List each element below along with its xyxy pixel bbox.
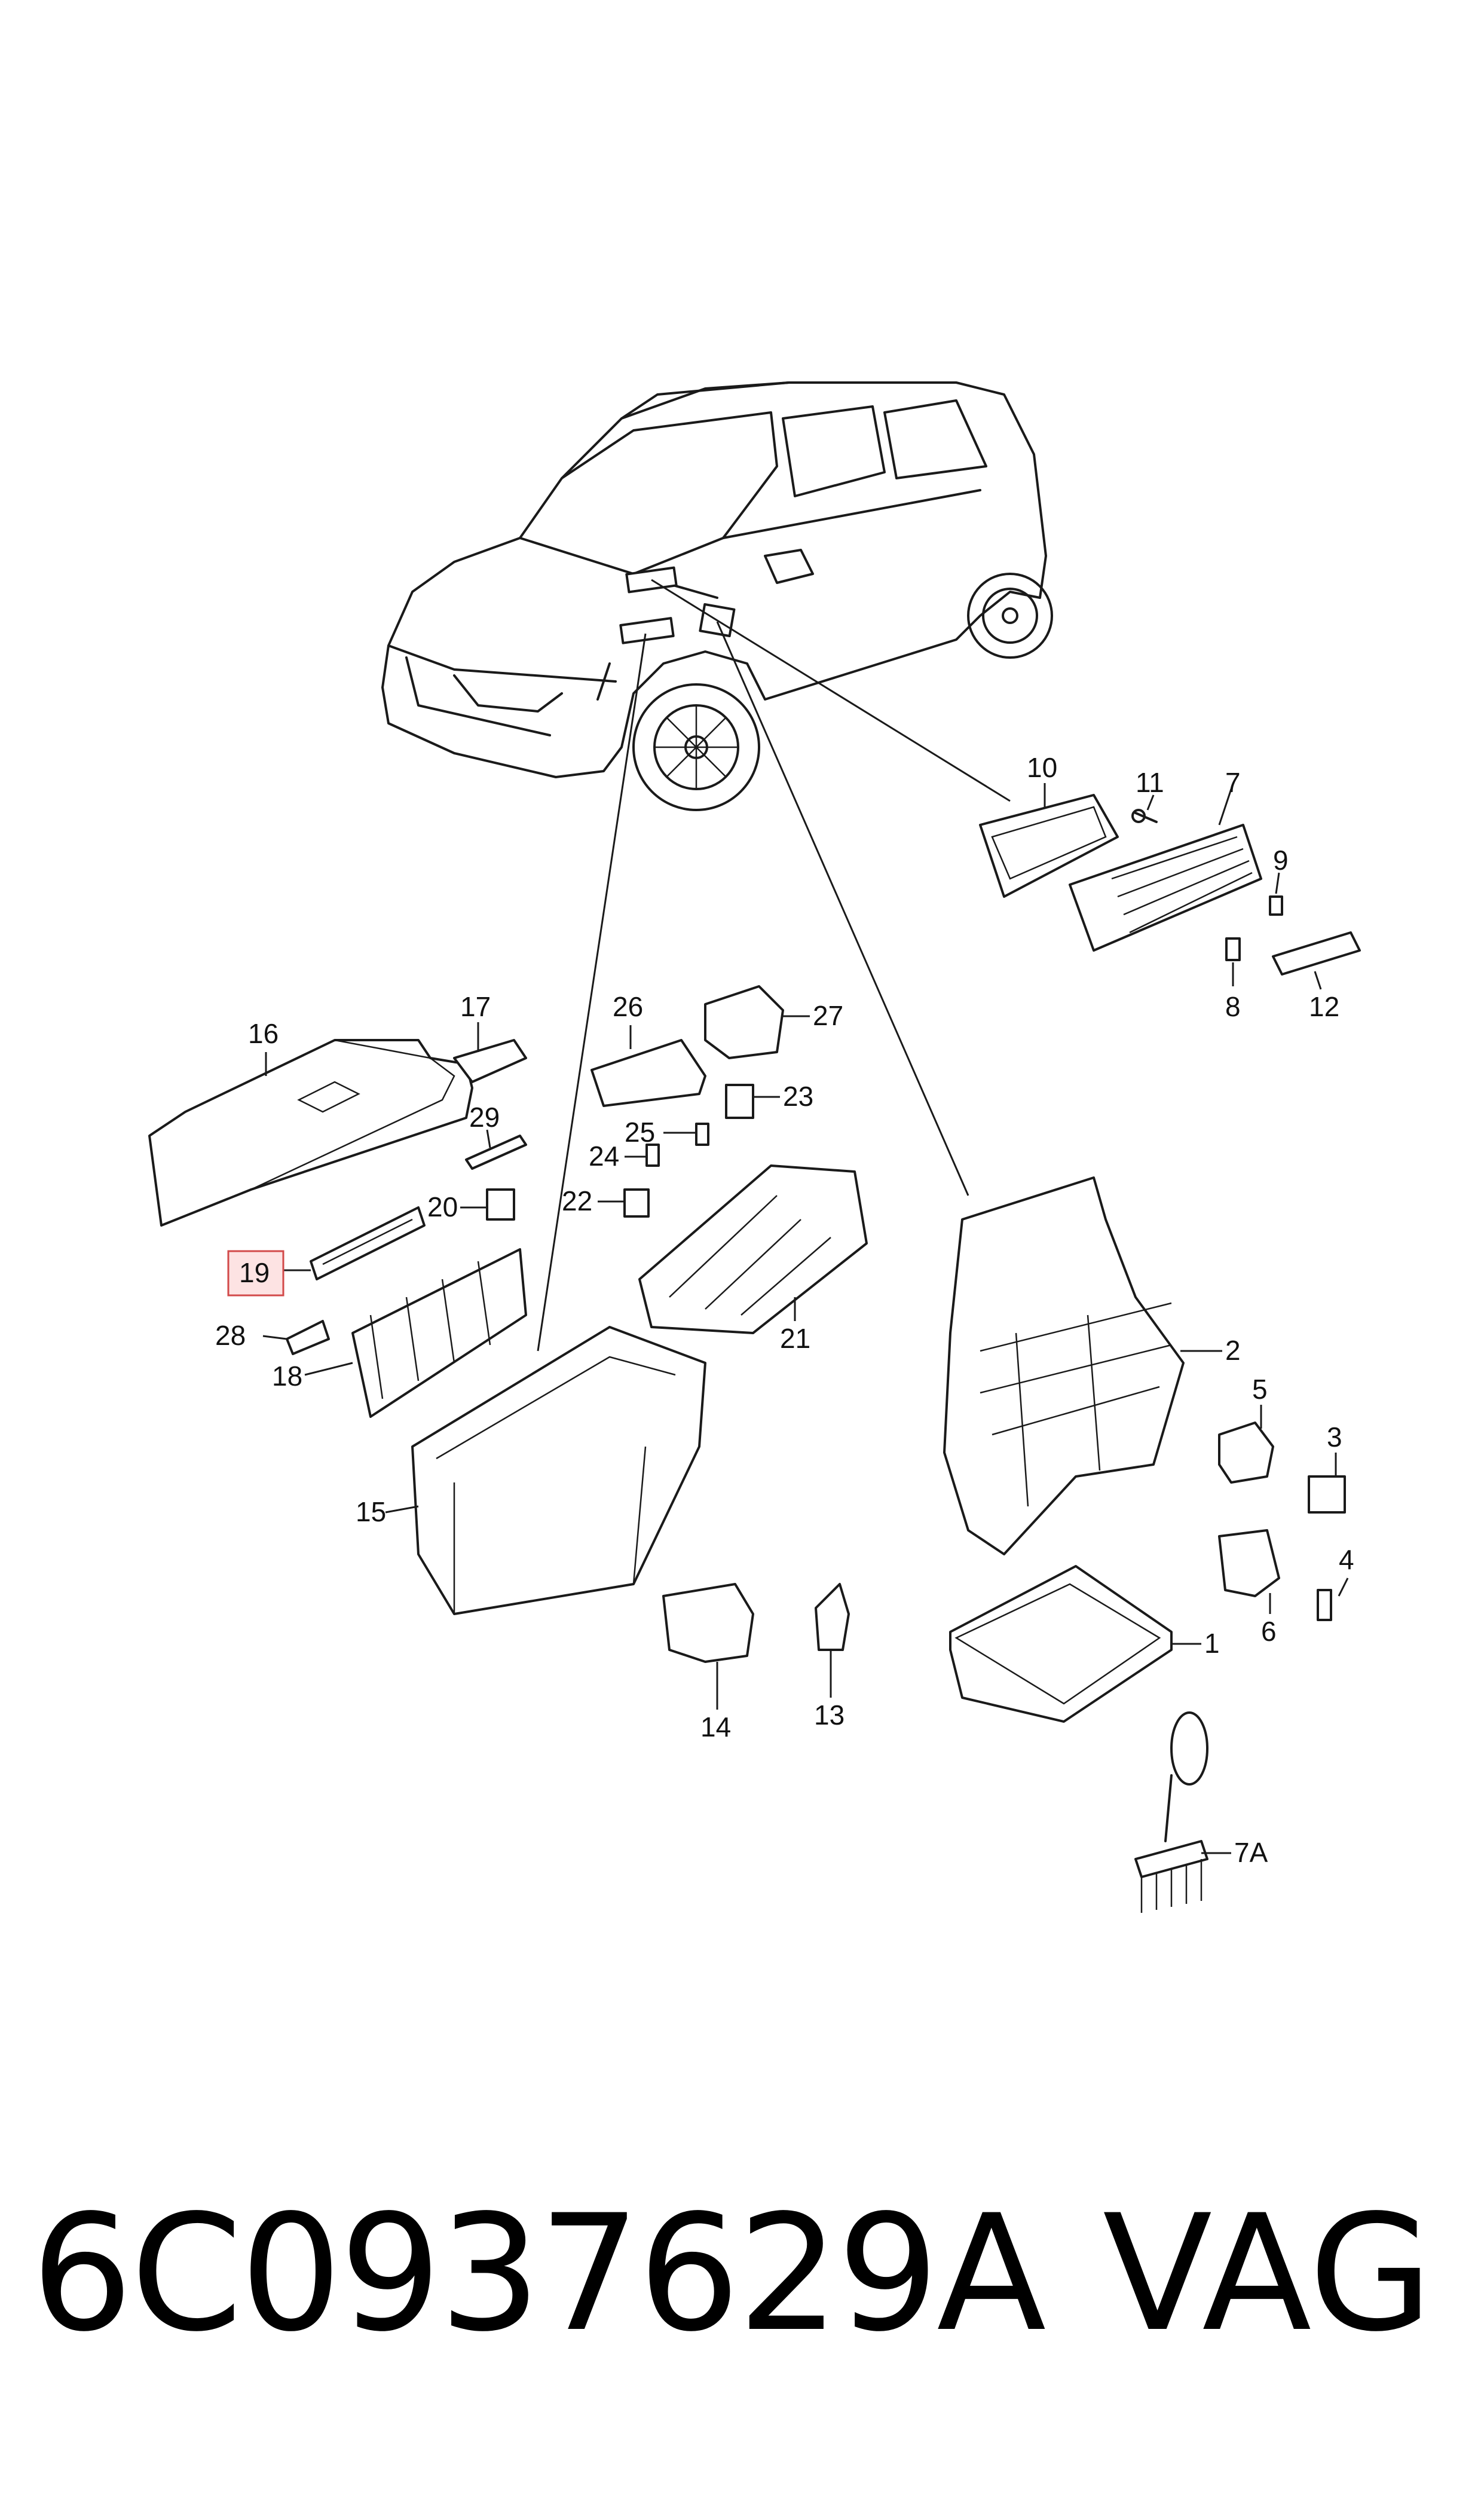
part-29-clip bbox=[465, 1129, 527, 1170]
callout-11[interactable]: 11 bbox=[1136, 767, 1164, 798]
part-26-bracket bbox=[590, 1025, 706, 1107]
part-27-connector bbox=[704, 985, 810, 1059]
callout-4[interactable]: 4 bbox=[1339, 1544, 1354, 1575]
callout-27[interactable]: 27 bbox=[813, 1000, 843, 1031]
part-13-connector bbox=[815, 1583, 850, 1698]
part-7a-wire-harness bbox=[1134, 1711, 1231, 1913]
callout-1[interactable]: 1 bbox=[1204, 1628, 1220, 1659]
part-25-fuse bbox=[663, 1123, 709, 1146]
callout-25[interactable]: 25 bbox=[625, 1117, 655, 1148]
callout-12[interactable]: 12 bbox=[1309, 991, 1339, 1022]
callout-7[interactable]: 7 bbox=[1225, 767, 1241, 798]
callout-8[interactable]: 8 bbox=[1225, 991, 1241, 1022]
part-3-relay bbox=[1308, 1453, 1346, 1514]
part-22-relay bbox=[598, 1188, 650, 1218]
callout-5[interactable]: 5 bbox=[1252, 1374, 1268, 1405]
part-2-mounting-bracket bbox=[943, 1176, 1222, 1555]
callout-7a[interactable]: 7A bbox=[1234, 1837, 1268, 1868]
callout-19-highlight bbox=[227, 1250, 284, 1297]
part-23-fuse bbox=[725, 1084, 780, 1119]
part-21-relay-box bbox=[638, 1164, 868, 1334]
part-1-cover bbox=[949, 1565, 1201, 1723]
part-20-relay bbox=[460, 1188, 515, 1221]
part-14-connector bbox=[662, 1583, 754, 1710]
part-24-fuse bbox=[625, 1144, 660, 1167]
part-4-fuse bbox=[1317, 1578, 1349, 1621]
callout-29[interactable]: 29 bbox=[469, 1102, 500, 1133]
callout-16[interactable]: 16 bbox=[248, 1018, 279, 1049]
callout-17[interactable]: 17 bbox=[460, 991, 491, 1022]
part-10-relay-carrier bbox=[979, 783, 1119, 898]
callout-10[interactable]: 10 bbox=[1027, 752, 1057, 783]
callout-2[interactable]: 2 bbox=[1225, 1335, 1241, 1366]
part-5-connector bbox=[1218, 1405, 1274, 1484]
part-17-bracket bbox=[453, 1022, 527, 1083]
part-9-fuse bbox=[1269, 872, 1283, 916]
part-12-fuse-strip bbox=[1272, 931, 1361, 990]
callout-20[interactable]: 20 bbox=[427, 1191, 458, 1222]
car-leader-lines bbox=[537, 579, 1011, 1352]
callout-labels: 10 11 7 9 8 12 17 16 29 20 19 28 18 15 2… bbox=[215, 752, 1354, 1868]
brand-name: VAG bbox=[1103, 2181, 1433, 2367]
part-18-fuse-box-body bbox=[304, 1248, 527, 1418]
part-8-fuse bbox=[1225, 937, 1241, 986]
part-28-clip bbox=[262, 1320, 330, 1355]
part-6-connector bbox=[1218, 1529, 1280, 1614]
callout-18[interactable]: 18 bbox=[272, 1361, 302, 1392]
callout-14[interactable]: 14 bbox=[700, 1711, 731, 1742]
part-number: 6C0937629A bbox=[31, 2181, 1047, 2367]
car-illustration bbox=[381, 381, 1053, 811]
part-15-fuse-box-tray bbox=[385, 1326, 706, 1615]
part-16-cover bbox=[148, 1039, 473, 1227]
callout-13[interactable]: 13 bbox=[814, 1699, 844, 1731]
callout-23[interactable]: 23 bbox=[783, 1081, 813, 1112]
callout-22[interactable]: 22 bbox=[562, 1185, 592, 1216]
callout-3[interactable]: 3 bbox=[1327, 1421, 1342, 1453]
callout-15[interactable]: 15 bbox=[356, 1496, 386, 1527]
callout-24[interactable]: 24 bbox=[589, 1141, 619, 1172]
part-7-fuse-holder bbox=[1069, 788, 1262, 952]
part-11-screw bbox=[1131, 794, 1158, 823]
callout-28[interactable]: 28 bbox=[215, 1320, 246, 1351]
part-19-fuse-strip bbox=[284, 1206, 426, 1280]
callout-19[interactable]: 19 bbox=[239, 1257, 270, 1288]
callout-9[interactable]: 9 bbox=[1273, 845, 1289, 876]
callout-26[interactable]: 26 bbox=[613, 991, 643, 1022]
callout-21[interactable]: 21 bbox=[780, 1323, 810, 1354]
callout-6[interactable]: 6 bbox=[1261, 1616, 1277, 1647]
